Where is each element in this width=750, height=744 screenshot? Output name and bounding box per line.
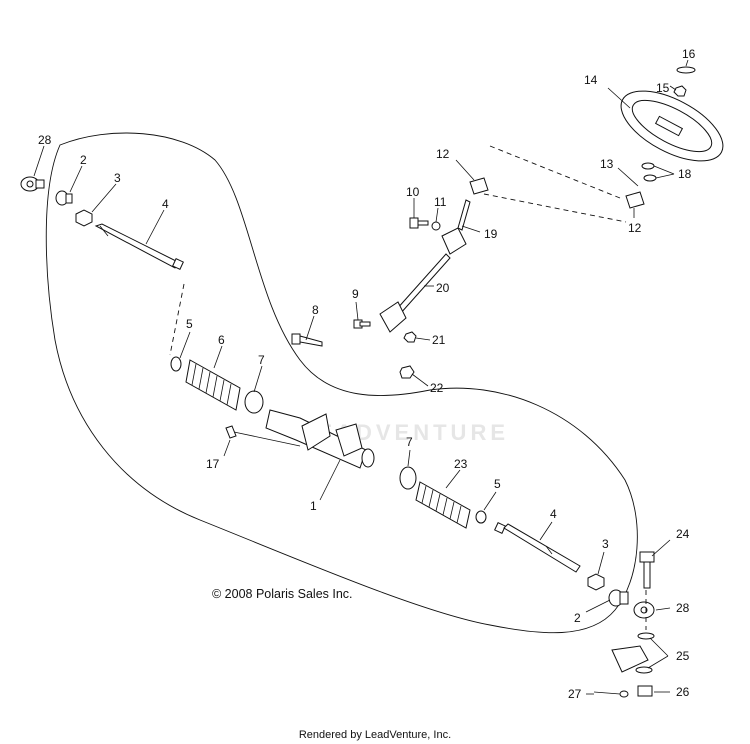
callout-2-left: 2 <box>80 153 87 167</box>
callout-17: 17 <box>206 457 220 471</box>
callout-23: 23 <box>454 457 468 471</box>
nut-21 <box>403 331 417 343</box>
leader-lines <box>33 59 689 695</box>
callout-15: 15 <box>656 81 670 95</box>
right-tie-rod-end <box>633 601 655 619</box>
nut-22 <box>399 365 415 379</box>
left-inner-tie-rod <box>94 223 184 270</box>
callout-16: 16 <box>682 47 696 61</box>
callout-4-right: 4 <box>550 507 557 521</box>
rack-assembly-outline <box>45 132 638 634</box>
callout-9: 9 <box>352 287 359 301</box>
left-boot-clamp-small <box>170 356 182 372</box>
callout-19: 19 <box>484 227 498 241</box>
upper-washer <box>637 632 655 640</box>
upper-bushing <box>469 177 489 195</box>
right-adjuster <box>587 573 605 591</box>
callout-5-right: 5 <box>494 477 501 491</box>
left-rack-boot <box>185 359 241 411</box>
tie-rod-bolt <box>639 551 655 589</box>
callout-4-left: 4 <box>162 197 169 211</box>
footer-text: Rendered by LeadVenture, Inc. <box>299 729 451 741</box>
wheel-washer-1 <box>641 162 655 170</box>
callout-24: 24 <box>676 527 690 541</box>
callout-8: 8 <box>312 303 319 317</box>
callout-12-upper: 12 <box>436 147 450 161</box>
callout-28-left: 28 <box>38 133 52 147</box>
lower-bushing <box>625 191 645 209</box>
steering-wheel <box>620 90 724 162</box>
housing-bolt <box>291 333 323 347</box>
left-jam-nut <box>55 190 73 206</box>
callout-1: 1 <box>310 499 317 513</box>
callout-25: 25 <box>676 649 690 663</box>
callout-20: 20 <box>436 281 450 295</box>
right-rack-boot <box>415 481 471 529</box>
mounting-bracket <box>611 645 649 673</box>
callout-11: 11 <box>434 195 447 209</box>
callout-27: 27 <box>568 687 582 701</box>
wheel-nut <box>673 85 687 97</box>
callout-7-left: 7 <box>258 353 265 367</box>
copyright-text: © 2008 Polaris Sales Inc. <box>212 587 353 601</box>
right-boot-clamp-large <box>399 466 417 490</box>
u-joint-washer <box>431 221 441 231</box>
callout-26: 26 <box>676 685 690 699</box>
column-guide-bottom <box>483 193 627 223</box>
callout-7-right: 7 <box>406 435 413 449</box>
wheel-cap <box>676 66 696 74</box>
callout-10: 10 <box>406 185 420 199</box>
left-boot-clamp-large <box>244 390 264 414</box>
callout-13: 13 <box>600 157 614 171</box>
steering-shaft <box>379 199 471 333</box>
callout-22: 22 <box>430 381 444 395</box>
callout-21: 21 <box>432 333 446 347</box>
callout-6: 6 <box>218 333 225 347</box>
column-guide-top <box>489 145 621 199</box>
right-inner-tie-rod <box>494 522 581 573</box>
pinch-bolt <box>353 319 371 329</box>
lower-washer <box>635 666 653 674</box>
left-guide-line <box>169 283 185 356</box>
callout-3-right: 3 <box>602 537 609 551</box>
callout-28-right: 28 <box>676 601 690 615</box>
left-adjuster <box>75 209 93 227</box>
right-boot-clamp-small <box>475 510 487 524</box>
u-joint-bolt <box>409 217 429 229</box>
wheel-washer-2 <box>643 174 657 182</box>
callout-3-left: 3 <box>114 171 121 185</box>
callout-12-lower: 12 <box>628 221 642 235</box>
callout-18: 18 <box>678 167 692 181</box>
right-jam-nut <box>608 589 629 607</box>
callout-5-left: 5 <box>186 317 193 331</box>
cotter-pin <box>593 690 629 698</box>
left-tie-rod-end <box>20 176 45 192</box>
callout-2-right: 2 <box>574 611 581 625</box>
rack-housing <box>225 409 375 469</box>
callout-14: 14 <box>584 73 598 87</box>
castle-nut <box>637 685 653 697</box>
